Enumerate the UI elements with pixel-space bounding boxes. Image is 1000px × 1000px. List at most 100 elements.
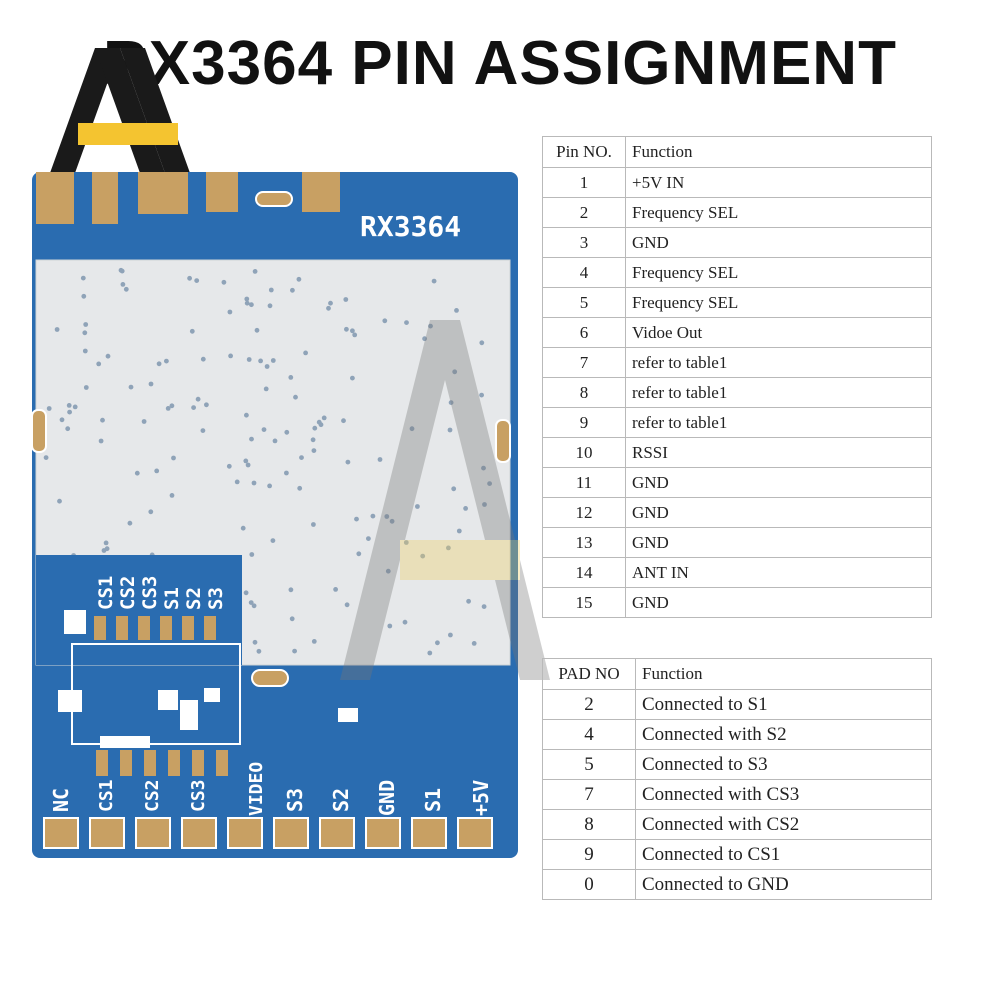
- row-function: Frequency SEL: [625, 287, 932, 318]
- via-dot: [387, 623, 393, 629]
- via-dot: [169, 403, 175, 409]
- via-dot: [354, 516, 359, 522]
- row-function: Connected to CS1: [635, 839, 932, 870]
- row-function: Connected with S2: [635, 719, 932, 750]
- row-function: Vidoe Out: [625, 317, 932, 348]
- row-number: 1: [542, 167, 626, 198]
- pad-label-s2: S2: [183, 587, 205, 610]
- via-dot: [254, 327, 260, 333]
- via-dot: [415, 504, 420, 509]
- via-dot: [98, 438, 104, 444]
- via-dot: [148, 509, 154, 515]
- row-function: Connected to S1: [635, 689, 932, 720]
- via-dot: [481, 604, 487, 609]
- pad-label-cs2: CS2: [117, 576, 139, 610]
- row-number: 0: [542, 869, 636, 900]
- edge-label-cs3: CS3: [188, 779, 209, 812]
- via-dot: [226, 463, 232, 469]
- via-dot: [272, 438, 278, 444]
- row-number: 14: [542, 557, 626, 588]
- pad-function-header: Function: [635, 658, 932, 690]
- via-dot: [435, 640, 440, 646]
- via-dot: [311, 639, 317, 644]
- pin-function-header: Function: [625, 136, 932, 168]
- via-dot: [341, 418, 346, 424]
- row-number: 3: [542, 227, 626, 258]
- via-dot: [243, 590, 249, 596]
- row-function: Connected with CS3: [635, 779, 932, 810]
- row-number: 5: [542, 287, 626, 318]
- via-dot: [311, 448, 317, 453]
- via-dot: [141, 419, 147, 424]
- via-dot: [246, 357, 252, 362]
- via-dot: [258, 358, 263, 364]
- table-row: 1+5V IN: [542, 167, 932, 198]
- via-dot: [251, 603, 257, 609]
- via-dot: [350, 328, 355, 334]
- via-dot: [366, 536, 371, 541]
- via-dot: [333, 587, 338, 592]
- via-dot: [187, 275, 193, 281]
- via-dot: [482, 502, 487, 507]
- via-dot: [120, 282, 126, 287]
- pad-table-header: PAD NO Function: [542, 658, 932, 690]
- via-dot: [377, 457, 383, 462]
- pad-label-cs3: CS3: [139, 576, 161, 610]
- page-title: RX3364 PIN ASSIGNMENT: [103, 29, 897, 98]
- edge-label-5v: +5V: [469, 780, 493, 816]
- via-dot: [244, 296, 250, 302]
- row-number: 9: [542, 407, 626, 438]
- via-dot: [452, 369, 458, 375]
- via-dot: [448, 400, 454, 405]
- row-number: 4: [542, 719, 636, 750]
- via-dot: [402, 619, 408, 625]
- via-dot: [312, 425, 318, 431]
- via-dot: [96, 361, 102, 367]
- via-dot: [204, 402, 209, 408]
- row-number: 8: [542, 809, 636, 840]
- via-dot: [100, 417, 105, 423]
- via-dot: [67, 409, 72, 415]
- via-dot: [422, 336, 427, 342]
- row-number: 12: [542, 497, 626, 528]
- via-dot: [127, 520, 133, 526]
- row-function: GND: [625, 497, 932, 528]
- via-dot: [344, 602, 350, 608]
- via-dot: [165, 406, 171, 411]
- edge-label-gnd: GND: [375, 780, 399, 816]
- row-function: Connected with CS2: [635, 809, 932, 840]
- edge-label-cs2: CS2: [142, 779, 163, 812]
- row-number: 7: [542, 347, 626, 378]
- via-dot: [104, 546, 110, 552]
- row-function: refer to table1: [625, 347, 932, 378]
- via-dot: [268, 287, 274, 293]
- row-function: Connected to GND: [635, 869, 932, 900]
- pad-label-cs1: CS1: [95, 576, 117, 610]
- via-dot: [456, 528, 462, 534]
- pad-no-header: PAD NO: [542, 658, 636, 690]
- via-dot: [310, 437, 316, 443]
- via-dot: [267, 483, 272, 489]
- via-dot: [66, 403, 72, 408]
- via-dot: [447, 427, 453, 433]
- via-dot: [169, 493, 175, 498]
- via-dot: [249, 302, 254, 308]
- via-dot: [154, 468, 160, 474]
- via-dot: [252, 639, 258, 645]
- via-dot: [481, 465, 486, 471]
- via-dot: [299, 455, 304, 460]
- via-dot: [270, 358, 276, 363]
- via-dot: [119, 268, 125, 274]
- row-number: 11: [542, 467, 626, 498]
